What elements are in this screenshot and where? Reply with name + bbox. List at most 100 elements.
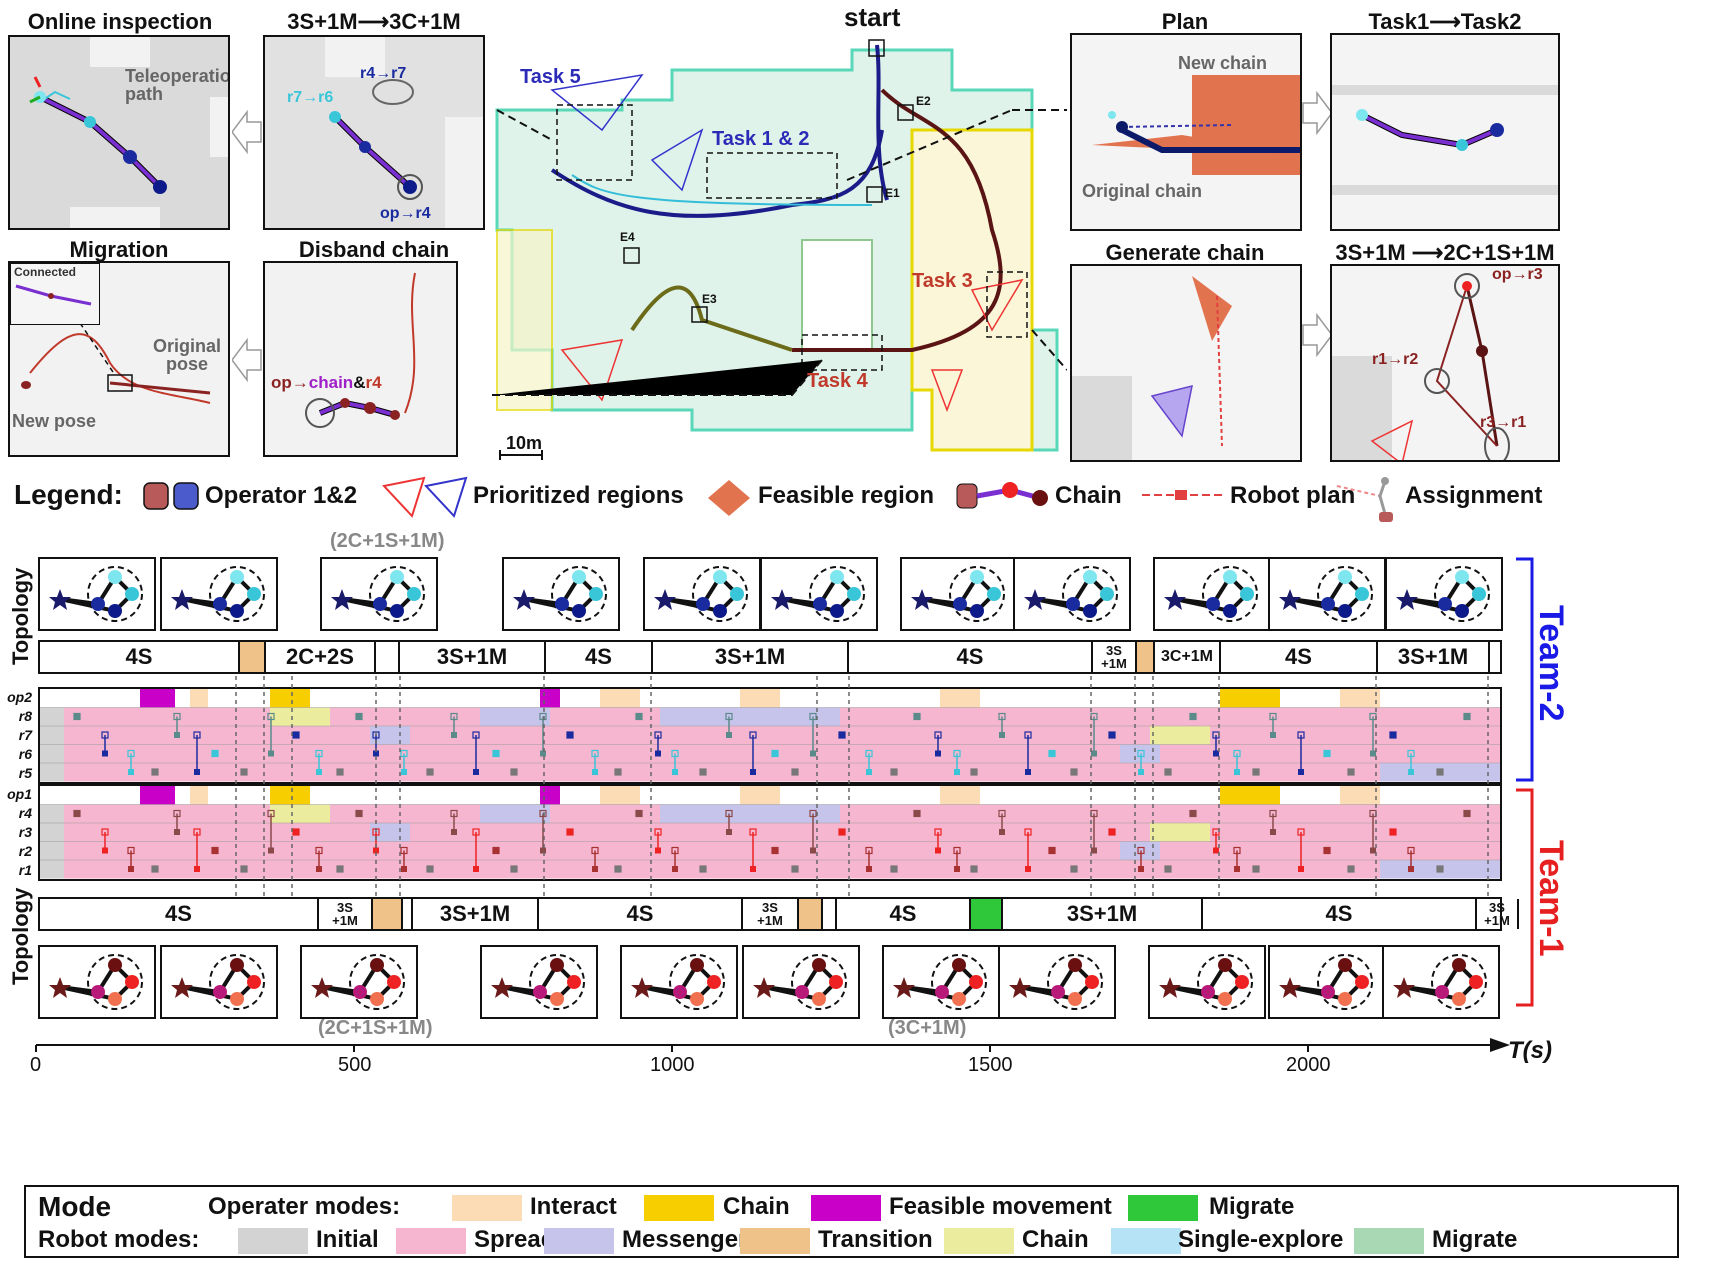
team1-segment: 4S: [1203, 899, 1477, 929]
row-label-r4: r4: [18, 805, 32, 821]
mode-chain-robot: Chain: [1022, 1226, 1089, 1253]
label-r7-r6: r7→r6: [287, 89, 334, 106]
team1-segment: 3S+1M: [413, 899, 539, 929]
disband-label: op→chain&r4: [271, 373, 382, 392]
team2-segment: 3S+1M: [400, 642, 546, 672]
e1-label: E1: [885, 186, 900, 200]
generate-chain-map: [1072, 266, 1300, 460]
panel-title-task1-task2: Task1⟶Task2: [1368, 9, 1522, 34]
legend-assignment: Assignment: [1405, 482, 1543, 509]
mode-feasible: Feasible movement: [889, 1193, 1112, 1220]
panel-title-plan: Plan: [1161, 9, 1209, 34]
swatch-chain-robot: [944, 1228, 1014, 1254]
e3-label: E3: [702, 292, 717, 306]
topology-box: [1148, 945, 1266, 1019]
topology-box: [1013, 557, 1131, 631]
task12-label: Task 1 & 2: [712, 128, 810, 150]
start-label: start: [844, 2, 901, 32]
mode-single-explore: Single-explore: [1178, 1226, 1344, 1253]
scale-label: 10m: [506, 433, 543, 453]
time-guides: [235, 676, 1489, 898]
topology-box: [160, 945, 278, 1019]
panel-title-3s1m-2c1s1m: 3S+1M ⟶2C+1S+1M: [1335, 240, 1555, 265]
topology-box: [38, 557, 156, 631]
label-op-r3: op→r3: [1492, 266, 1543, 283]
team1-segment: [403, 899, 413, 929]
mode-initial: Initial: [316, 1226, 379, 1253]
split-map: [1332, 266, 1558, 460]
topology-box: [1382, 945, 1500, 1019]
team1-transition: [373, 899, 403, 929]
topology-box: [742, 945, 860, 1019]
topology-box: [620, 945, 738, 1019]
team2-segment: 4S: [849, 642, 1093, 672]
panel-title-generate-chain: Generate chain: [1105, 240, 1265, 265]
swatch-migrate-op: [1128, 1195, 1198, 1221]
panel-task1-task2: [1330, 33, 1560, 231]
task3-label: Task 3: [912, 270, 973, 292]
time-axis: [35, 1038, 1510, 1052]
team1-segment: 3S +1M: [319, 899, 373, 929]
team-brackets: [1516, 557, 1534, 1007]
swatch-migrate-robot: [1354, 1228, 1424, 1254]
team1-segment: 3S +1M: [743, 899, 799, 929]
team2-segment: 3S +1M: [1093, 642, 1137, 672]
team2-mode-strip: 4S 2C+2S 3S+1M 4S 3S+1M 4S 3S +1M 3C+1M …: [38, 640, 1502, 674]
row-label-op1: op1: [7, 786, 32, 802]
mode-spread: Spread: [474, 1226, 556, 1253]
team1-segment: 3S +1M: [1477, 899, 1519, 929]
team2-segment: [376, 642, 400, 672]
topology-box: [900, 557, 1018, 631]
tick-500: 500: [338, 1054, 372, 1076]
team1-transition: [799, 899, 823, 929]
topology-box: [1153, 557, 1271, 631]
team1-mode-strip: 4S 3S +1M 3S+1M 4S 3S +1M 4S 3S+1M 4S 3S…: [38, 897, 1519, 931]
mode-title: Mode: [38, 1191, 112, 1222]
legend-feasible: Feasible region: [758, 482, 935, 509]
row-label-r2: r2: [18, 843, 32, 859]
team2-annotation: (2C+1S+1M): [330, 530, 445, 552]
team2-segment: 4S: [1221, 642, 1378, 672]
e2-label: E2: [916, 94, 931, 108]
axis-label: T(s): [1508, 1037, 1552, 1064]
panel-title-online-inspection: Online inspection: [27, 9, 213, 34]
topology-box: [882, 945, 1000, 1019]
swatch-initial: [238, 1228, 308, 1254]
mode-interact: Interact: [530, 1193, 617, 1220]
team1-segment: 3S+1M: [1003, 899, 1203, 929]
mode-chain-op: Chain: [723, 1193, 790, 1220]
team2-label: Team-2: [1532, 605, 1570, 722]
topology-box: [998, 945, 1116, 1019]
topology-box: [1385, 557, 1503, 631]
label-r1-r2: r1→r2: [1372, 351, 1419, 368]
team1-migrate: [971, 899, 1003, 929]
mode-migrate-robot: Migrate: [1432, 1226, 1518, 1253]
legend-prioritized: Prioritized regions: [473, 482, 684, 509]
mode-messenger: Messenger: [622, 1226, 748, 1253]
tick-2000: 2000: [1286, 1054, 1331, 1076]
hollow-arrow-right-icon: [1302, 90, 1332, 136]
label-r3-r1: r3→r1: [1480, 414, 1527, 431]
topology-box: [760, 557, 878, 631]
hollow-arrow-right-icon: [1302, 312, 1332, 358]
swatch-single-explore: [1111, 1228, 1181, 1254]
hollow-arrow-left-icon: [232, 337, 262, 383]
topology-box: [1268, 945, 1386, 1019]
swatch-feasible: [811, 1195, 881, 1221]
tick-1000: 1000: [650, 1054, 695, 1076]
mode-transition: Transition: [818, 1226, 933, 1253]
panel-title-3s1m-3c1m: 3S+1M⟶3C+1M: [287, 9, 461, 34]
teleoperation-path-label: Teleoperationpath: [125, 66, 230, 104]
mode-migrate-op: Migrate: [1209, 1193, 1295, 1220]
panel-title-disband-chain: Disband chain: [298, 237, 450, 262]
swatch-spread: [396, 1228, 466, 1254]
topology-box: [300, 945, 418, 1019]
topology-box: [160, 557, 278, 631]
row-label-r6: r6: [18, 746, 32, 762]
task5-label: Task 5: [520, 66, 581, 88]
team2-segment: 4S: [40, 642, 240, 672]
team2-transition: [1137, 642, 1155, 672]
task4-label: Task 4: [807, 370, 868, 392]
